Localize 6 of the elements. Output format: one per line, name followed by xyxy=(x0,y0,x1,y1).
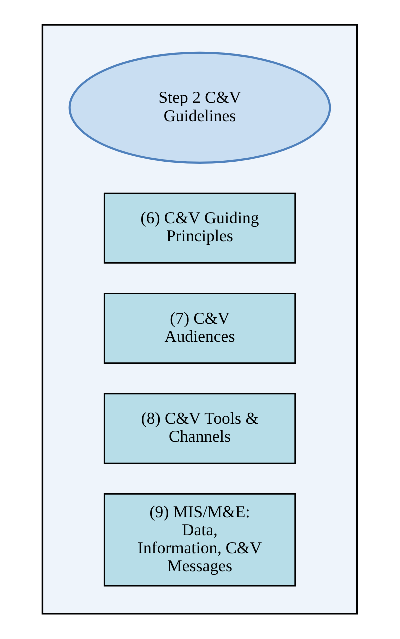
node-ellipse: Step 2 C&V Guidelines xyxy=(68,52,332,164)
node-box: (6) C&V Guiding Principles xyxy=(104,192,296,264)
cluster xyxy=(42,24,358,615)
node-box: (9) MIS/M&E: Data, Information, C&V Messages xyxy=(104,494,296,587)
node-box: (8) C&V Tools & Channels xyxy=(104,393,296,464)
node-box: (7) C&V Audiences xyxy=(104,293,296,364)
